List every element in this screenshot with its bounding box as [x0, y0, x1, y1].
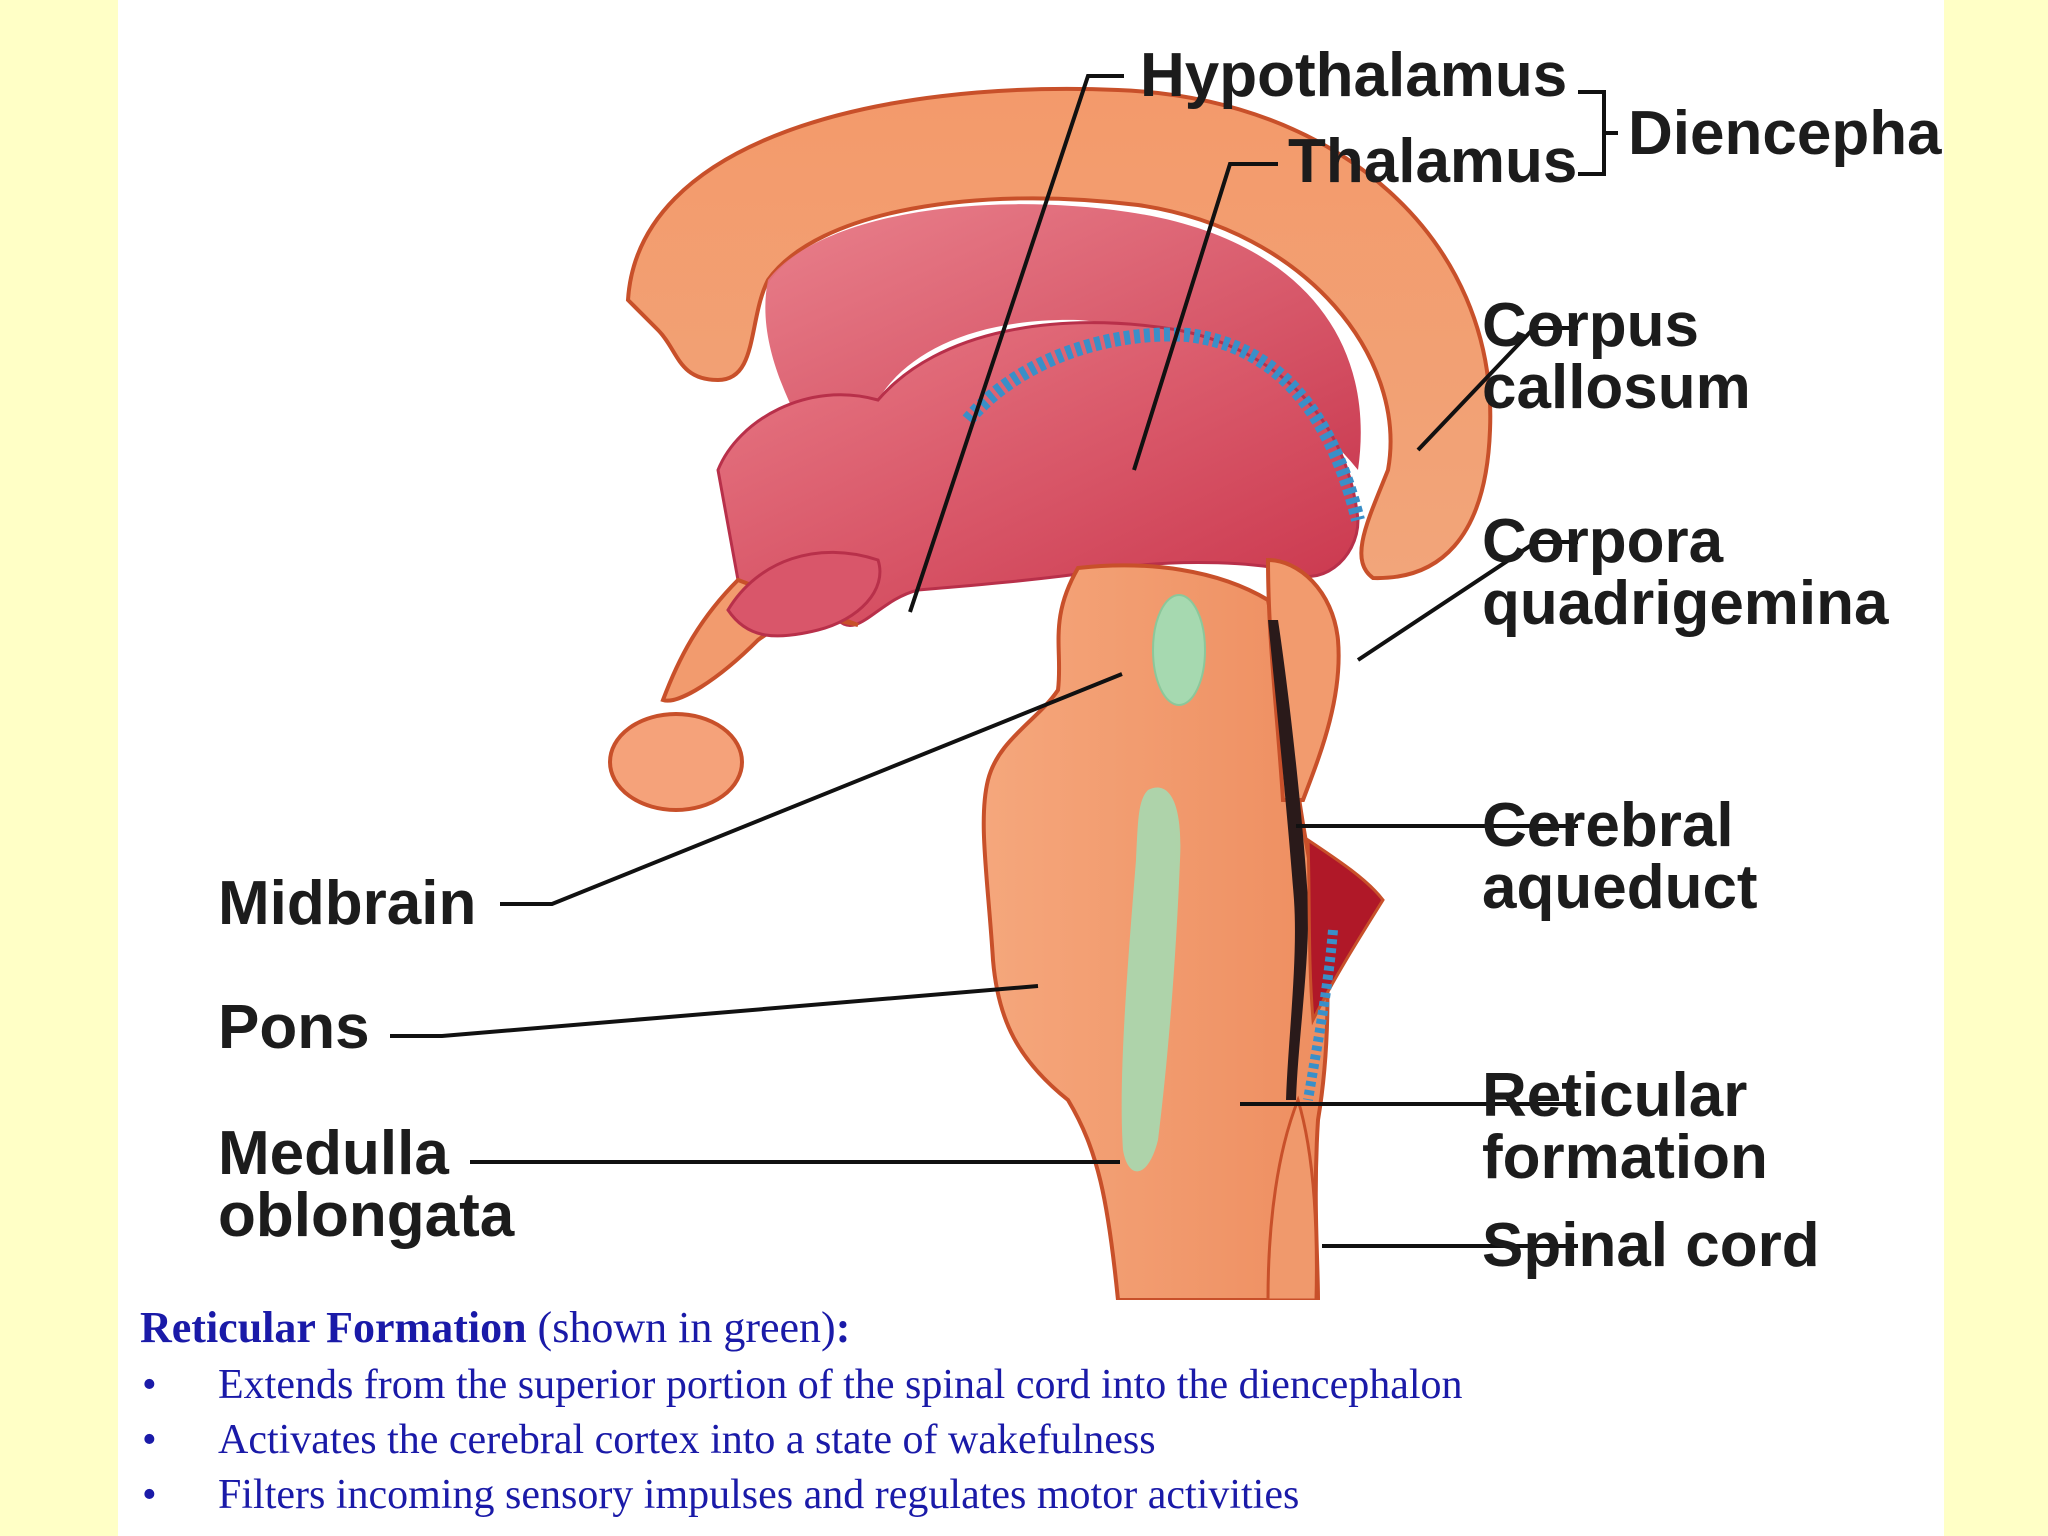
corpus-callosum-shape: [625, 86, 1493, 581]
reticular-formation-upper: [1152, 594, 1206, 706]
brainstem-diagram: Hypothalamus Thalamus Diencephalon Corpu…: [218, 41, 1944, 1300]
list-item: • Filters incoming sensory impulses and r…: [140, 1468, 1920, 1523]
label-diencephalon: Diencephalon: [1628, 99, 1944, 168]
list-item-text: Extends from the superior portion of the…: [218, 1362, 1463, 1408]
label-pons: Pons: [218, 993, 370, 1062]
bullet: •: [142, 1362, 157, 1408]
thalamus-shape: [716, 321, 1360, 627]
fourth-ventricle-shape: [1306, 837, 1385, 1026]
label-reticular-formation-line2: formation: [1482, 1123, 1768, 1192]
list-item-text: Activates the cerebral cortex into a sta…: [218, 1417, 1156, 1463]
label-medulla-oblongata-line2: oblongata: [218, 1181, 515, 1250]
label-hypothalamus: Hypothalamus: [1140, 41, 1567, 110]
label-corpora-quadrigemina-line2: quadrigemina: [1482, 569, 1889, 638]
leader-corpora-quadrigemina: [1356, 540, 1578, 662]
caption-heading: Reticular Formation (shown in green):: [140, 1300, 1920, 1356]
cerebral-aqueduct-shape: [1268, 620, 1309, 1100]
label-corpus-callosum-line2: callosum: [1482, 353, 1751, 422]
bullet: •: [142, 1472, 157, 1518]
caption-colon: :: [835, 1303, 851, 1352]
label-corpus-callosum-line1: Corpus: [1482, 291, 1699, 360]
caption-subtitle: (shown in green): [526, 1303, 836, 1352]
list-item: • Extends from the superior portion of th…: [140, 1358, 1920, 1413]
choroid-plexus-lower: [1303, 929, 1338, 1101]
label-cerebral-aqueduct-line1: Cerebral: [1482, 791, 1734, 860]
leader-pons: [390, 984, 1039, 1038]
label-corpora-quadrigemina-line1: Corpora: [1482, 507, 1724, 576]
bracket-diencephalon: [1578, 90, 1618, 176]
leader-midbrain: [500, 672, 1123, 906]
list-item: • Activates the cerebral cortex into a st…: [140, 1413, 1920, 1468]
leader-hypothalamus: [908, 74, 1124, 613]
list-item-text: Filters incoming sensory impulses and re…: [218, 1472, 1300, 1518]
slide: Hypothalamus Thalamus Diencephalon Corpu…: [118, 0, 1944, 1536]
label-cerebral-aqueduct-line2: aqueduct: [1482, 853, 1758, 922]
hypothalamus-shape: [726, 550, 882, 638]
label-spinal-cord: Spinal cord: [1482, 1211, 1820, 1280]
caption-title: Reticular Formation: [140, 1303, 527, 1352]
caption-list: • Extends from the superior portion of th…: [140, 1358, 1920, 1523]
spinal-cord-shape: [1266, 1095, 1318, 1300]
leader-thalamus: [1132, 162, 1278, 471]
label-midbrain: Midbrain: [218, 869, 476, 938]
label-medulla-oblongata-line1: Medulla: [218, 1119, 449, 1188]
leader-corpus-callosum: [1416, 326, 1578, 452]
pituitary-shape: [608, 712, 744, 812]
ventricle-region: [765, 204, 1361, 470]
caption: Reticular Formation (shown in green): • E…: [140, 1300, 1920, 1523]
bullet: •: [142, 1417, 157, 1463]
reticular-formation-column: [1121, 787, 1181, 1172]
label-thalamus: Thalamus: [1288, 127, 1577, 196]
choroid-plexus-upper: [962, 327, 1365, 522]
label-reticular-formation-line1: Reticular: [1482, 1061, 1747, 1130]
